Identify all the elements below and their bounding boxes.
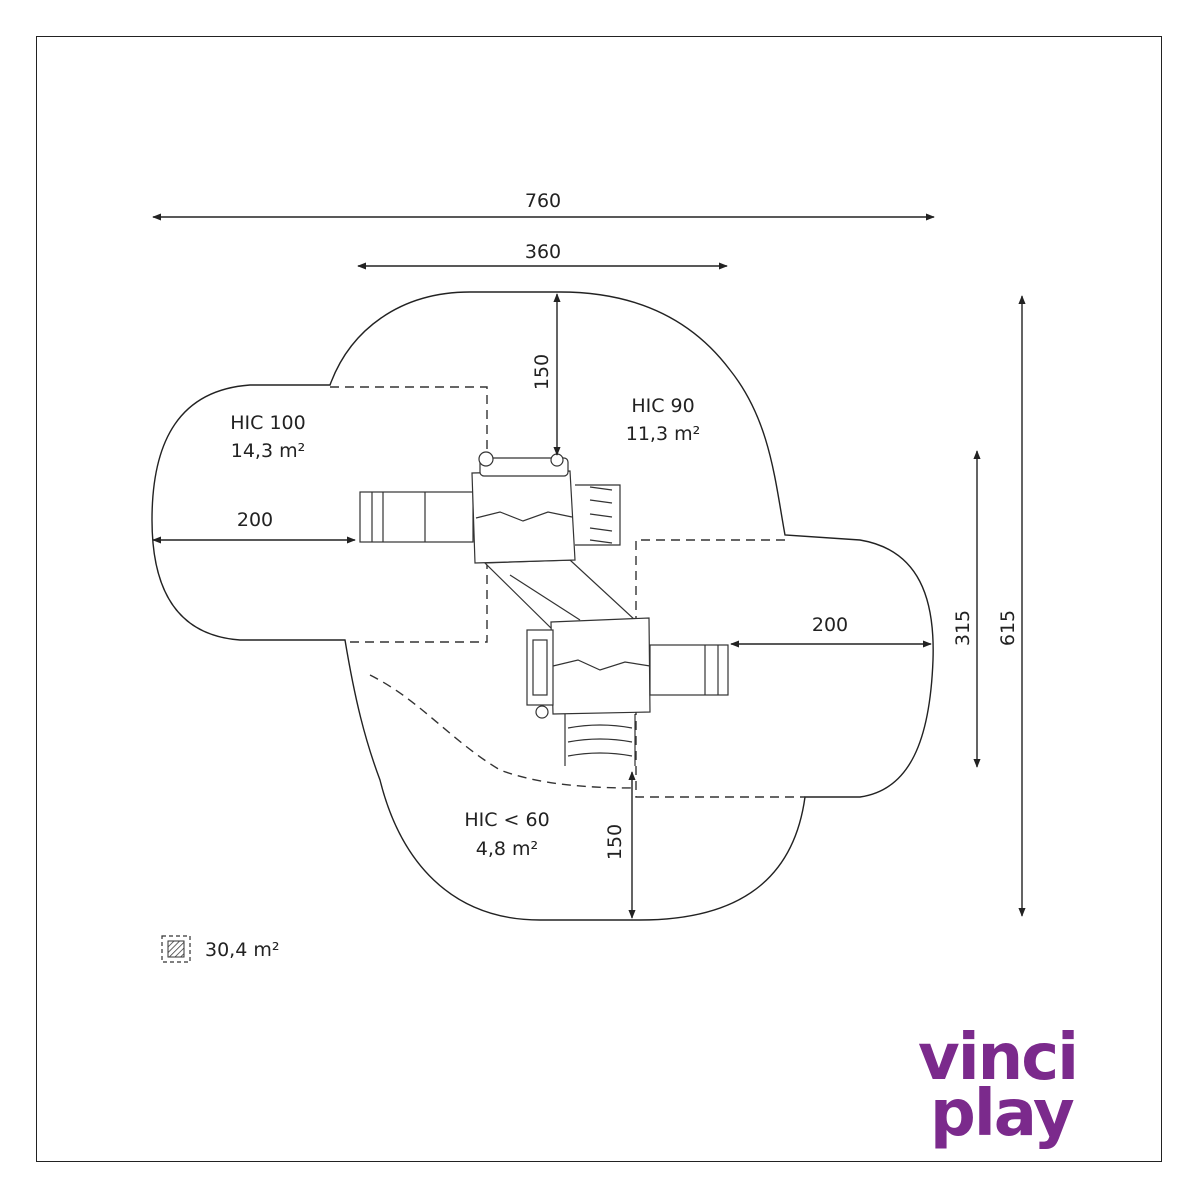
legend-total-area: 30,4 m² <box>205 939 279 961</box>
drawing-frame <box>36 36 1162 1162</box>
dim-mid-height-label: 315 <box>952 610 974 646</box>
dim-inner-width-label: 360 <box>525 241 561 263</box>
logo-line-1: vinci <box>918 1021 1079 1095</box>
area-legend-icon <box>161 935 191 963</box>
logo-line-2: play <box>930 1077 1075 1151</box>
dim-bottom-clearance-label: 150 <box>604 824 626 860</box>
dim-right-clearance-label: 200 <box>812 614 848 636</box>
zone-hic90-name: HIC 90 <box>631 395 694 417</box>
play-equipment <box>359 451 729 766</box>
dim-total-height-label: 615 <box>997 610 1019 646</box>
dim-total-width-label: 760 <box>525 190 561 212</box>
zone-hic100-name: HIC 100 <box>230 412 305 434</box>
dim-top-clearance-label: 150 <box>531 354 553 390</box>
dimension-lines <box>152 213 1026 919</box>
zone-hic100-area: 14,3 m² <box>231 440 305 462</box>
zone-hic90-area: 11,3 m² <box>626 423 700 445</box>
dim-left-clearance-label: 200 <box>237 509 273 531</box>
safety-zone-outline <box>151 291 934 921</box>
zone-hic60-name: HIC < 60 <box>464 809 549 831</box>
vinci-play-logo: vinci play <box>918 1021 1118 1151</box>
zone-hic60-area: 4,8 m² <box>476 838 538 860</box>
